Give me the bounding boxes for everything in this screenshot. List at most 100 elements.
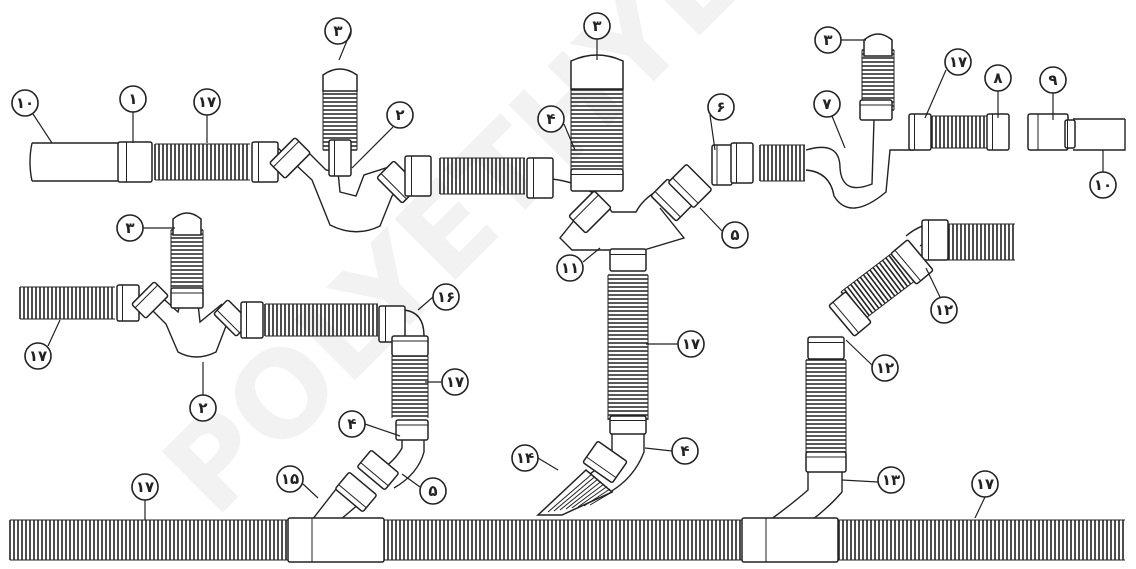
label-12-upper: ۱۲ <box>930 296 958 324</box>
svg-text:۱۷: ۱۷ <box>976 475 994 493</box>
y-socket-top <box>328 139 352 177</box>
label-10-right: ۱۰ <box>1089 171 1117 199</box>
elbow-4-center-socket <box>609 415 647 435</box>
tee-13-socket <box>805 451 847 473</box>
svg-text:۴: ۴ <box>680 442 689 460</box>
label-4-left: ۴ <box>338 410 366 438</box>
corrugated-pipe-17-top-left <box>154 143 250 181</box>
corrugated-pipe-17-bottom-right <box>834 519 1125 561</box>
label-17-bottom-left: ۱۷ <box>131 473 159 501</box>
label-15: ۱۵ <box>276 465 304 493</box>
fittings <box>116 33 1076 563</box>
reducer-14-hatching <box>547 473 614 513</box>
trap-socket-right <box>908 113 932 151</box>
corrugated-pipe-17-top-right <box>931 115 989 149</box>
label-17-top-left: ۱۷ <box>193 88 221 116</box>
end-cap-3-left <box>172 212 202 236</box>
label-17-bottom-right: ۱۷ <box>971 470 999 498</box>
end-cap-3-top-center <box>570 54 624 90</box>
coupling-top-mid <box>404 155 432 197</box>
socket-12-upper <box>890 239 934 285</box>
svg-text:۱۳: ۱۳ <box>882 471 900 489</box>
svg-text:۶: ۶ <box>716 98 725 116</box>
elbow-12-socket <box>921 219 949 261</box>
top-y-branch-body <box>277 143 411 233</box>
corrugated-pipe-3-top-center <box>570 77 624 171</box>
svg-text:۱۷: ۱۷ <box>446 373 464 391</box>
svg-text:۱: ۱ <box>128 90 137 108</box>
tee-15-socket <box>335 472 377 512</box>
corrugated-pipe-17-center <box>607 274 649 420</box>
corrugated-pipe-3-left <box>170 229 204 291</box>
corrugated-pipe-17-bottom-left <box>9 519 291 561</box>
label-5-top: ۵ <box>721 221 749 249</box>
label-1: ۱ <box>119 85 147 113</box>
svg-text:۵: ۵ <box>428 482 437 500</box>
elbow-4-left-socket <box>395 419 429 441</box>
y-socket-left <box>269 137 311 179</box>
svg-text:۳: ۳ <box>592 17 601 35</box>
label-4-center: ۴ <box>671 437 699 465</box>
socket-5-left <box>357 450 399 490</box>
svg-text:۱۲: ۱۲ <box>935 301 953 319</box>
corrugated-pipe-17-right <box>805 359 847 455</box>
svg-text:۱۷: ۱۷ <box>949 53 967 71</box>
cross-socket-top <box>570 168 624 192</box>
label-14: ۱۴ <box>511 444 539 472</box>
label-2-left: ۲ <box>189 394 217 422</box>
coupling-1 <box>117 141 153 183</box>
end-cap-3-top-right <box>863 33 893 57</box>
s-trap-body <box>805 119 914 209</box>
coupling-8 <box>986 113 1010 151</box>
y2-socket-top <box>170 287 204 309</box>
label-7: ۷ <box>813 90 841 118</box>
svg-text:۱۱: ۱۱ <box>561 259 579 277</box>
label-3-left: ۳ <box>116 214 144 242</box>
label-11: ۱۱ <box>556 254 584 282</box>
socket-4-top <box>526 157 554 199</box>
corrugated-pipe-left-mid <box>264 303 378 337</box>
corrugated-pipe-12-top <box>944 223 1015 261</box>
reducer-14 <box>536 468 614 516</box>
straight-pipe-left <box>29 142 118 182</box>
label-2-top: ۲ <box>386 101 414 129</box>
svg-text:۴: ۴ <box>347 415 356 433</box>
svg-text:۱۵: ۱۵ <box>281 470 299 488</box>
svg-text:۱۴: ۱۴ <box>516 449 534 467</box>
label-8: ۸ <box>984 64 1012 92</box>
cross-socket-left <box>568 190 612 234</box>
socket-5-top <box>668 164 712 208</box>
svg-text:۱۲: ۱۲ <box>876 359 894 377</box>
label-17-left: ۱۷ <box>24 342 52 370</box>
socket-12-lower <box>828 291 872 337</box>
socket-center-lower <box>582 441 628 483</box>
svg-text:۳: ۳ <box>125 219 134 237</box>
label-16: ۱۶ <box>432 283 460 311</box>
trap-socket-top <box>859 99 893 121</box>
leader-lines <box>32 30 1104 520</box>
corrugated-pipe-top-mid <box>439 157 525 195</box>
socket-6-top <box>711 144 733 186</box>
label-10-left: ۱۰ <box>11 89 39 117</box>
svg-text:۲: ۲ <box>395 106 404 124</box>
straight-pipe-right <box>1073 118 1126 151</box>
svg-text:۱۰: ۱۰ <box>1094 176 1112 194</box>
label-12-lower: ۱۲ <box>871 354 899 382</box>
end-cap-3-top-left <box>322 68 358 92</box>
socket-12-down <box>807 336 845 360</box>
svg-text:۴: ۴ <box>546 110 555 128</box>
svg-text:۱۷: ۱۷ <box>198 93 216 111</box>
label-17-top-right: ۱۷ <box>944 48 972 76</box>
cross-socket-bottom <box>609 248 647 272</box>
svg-text:۳: ۳ <box>823 31 832 49</box>
svg-text:۲: ۲ <box>198 399 207 417</box>
corrugated-pipe-top-right-a <box>759 144 805 182</box>
svg-text:۱۷: ۱۷ <box>682 335 700 353</box>
label-5-left: ۵ <box>419 477 447 505</box>
svg-text:۵: ۵ <box>730 226 739 244</box>
corrugated-pipe-17-left <box>19 286 115 320</box>
adapter-9 <box>1027 113 1069 151</box>
corrugated-pipe-17-bottom-mid <box>379 519 745 561</box>
svg-text:۳: ۳ <box>333 22 342 40</box>
